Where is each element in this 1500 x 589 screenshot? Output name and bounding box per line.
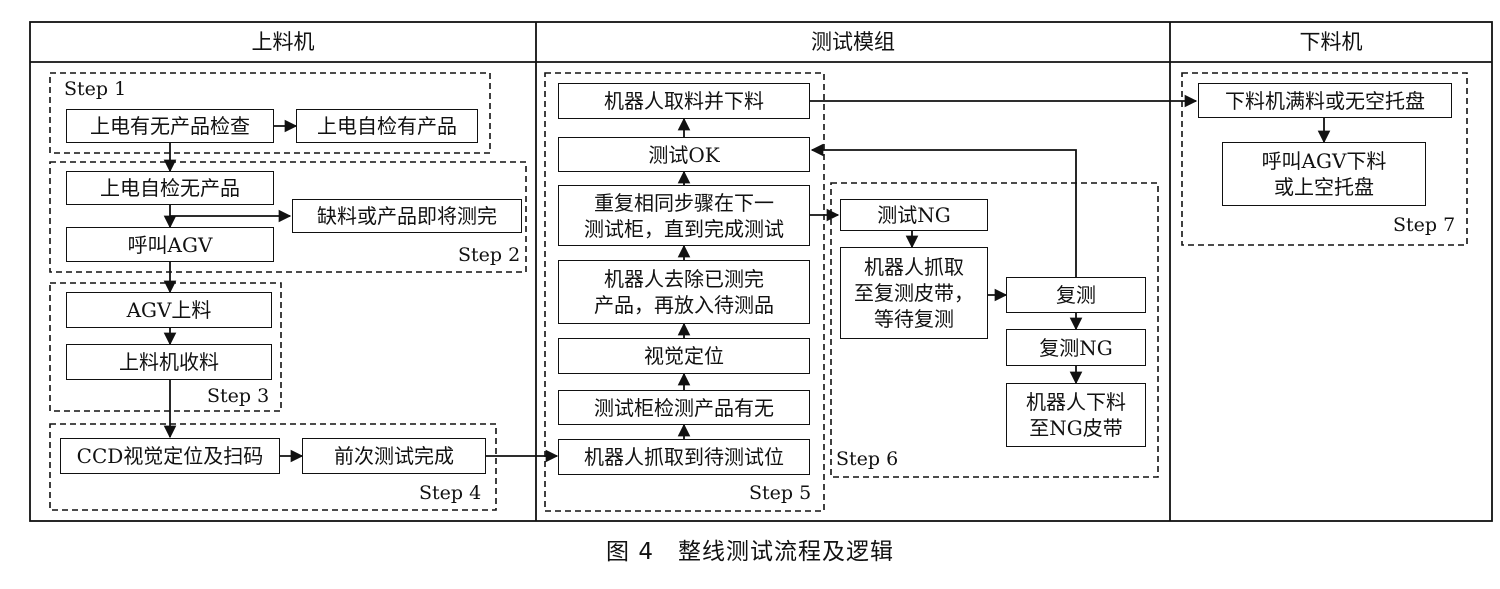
figure-caption: 图 4 整线测试流程及逻辑 bbox=[606, 539, 894, 565]
step2-label: Step 2 bbox=[458, 244, 521, 266]
node-vision-positioning: 视觉定位 bbox=[558, 338, 810, 374]
step1-label: Step 1 bbox=[64, 78, 127, 100]
node-robot-to-test-position: 机器人抓取到待测试位 bbox=[558, 439, 810, 475]
step6-label: Step 6 bbox=[836, 448, 899, 470]
node-ccd-vision-scan: CCD视觉定位及扫码 bbox=[60, 438, 280, 474]
step5-label: Step 5 bbox=[749, 482, 812, 504]
arrow-r3-m2 bbox=[810, 143, 1077, 277]
node-call-agv: 呼叫AGV bbox=[66, 227, 274, 262]
node-self-check-has-product: 上电自检有产品 bbox=[296, 109, 478, 143]
step4-label: Step 4 bbox=[419, 482, 482, 504]
node-robot-to-ng-belt: 机器人下料 至NG皮带 bbox=[1006, 383, 1146, 447]
step2-region bbox=[49, 161, 527, 273]
swimlane-grid bbox=[29, 21, 1493, 522]
node-test-ok: 测试OK bbox=[558, 137, 810, 172]
node-unloader-full-or-empty: 下料机满料或无空托盘 bbox=[1198, 83, 1452, 118]
step7-region bbox=[1181, 72, 1468, 246]
node-self-check-no-product: 上电自检无产品 bbox=[66, 171, 274, 205]
node-repeat-next-cabinet: 重复相同步骤在下一 测试柜，直到完成测试 bbox=[558, 185, 810, 246]
node-loader-receive: 上料机收料 bbox=[66, 344, 272, 380]
step3-label: Step 3 bbox=[207, 385, 270, 407]
node-robot-to-retest-belt: 机器人抓取 至复测皮带， 等待复测 bbox=[840, 247, 988, 339]
node-cabinet-detect-product: 测试柜检测产品有无 bbox=[558, 390, 810, 425]
node-retest-ng: 复测NG bbox=[1006, 329, 1146, 366]
node-previous-test-done: 前次测试完成 bbox=[302, 438, 486, 474]
node-material-shortage: 缺料或产品即将测完 bbox=[292, 199, 522, 233]
node-test-ng: 测试NG bbox=[840, 199, 988, 231]
node-robot-swap-product: 机器人去除已测完 产品，再放入待测品 bbox=[558, 260, 810, 324]
step4-region bbox=[49, 423, 497, 511]
column-header-unloader: 下料机 bbox=[1299, 30, 1363, 54]
step1-region bbox=[49, 72, 491, 154]
node-retest: 复测 bbox=[1006, 277, 1146, 313]
node-robot-pick-unload: 机器人取料并下料 bbox=[558, 83, 810, 119]
step5-region bbox=[544, 72, 825, 512]
node-call-agv-unload: 呼叫AGV下料 或上空托盘 bbox=[1222, 142, 1426, 206]
node-power-on-check: 上电有无产品检查 bbox=[66, 109, 274, 143]
step7-label: Step 7 bbox=[1393, 214, 1456, 236]
step6-region bbox=[830, 182, 1159, 478]
column-header-test-module: 测试模组 bbox=[811, 30, 895, 54]
column-header-loader: 上料机 bbox=[251, 30, 315, 54]
node-agv-loading: AGV上料 bbox=[66, 292, 272, 328]
